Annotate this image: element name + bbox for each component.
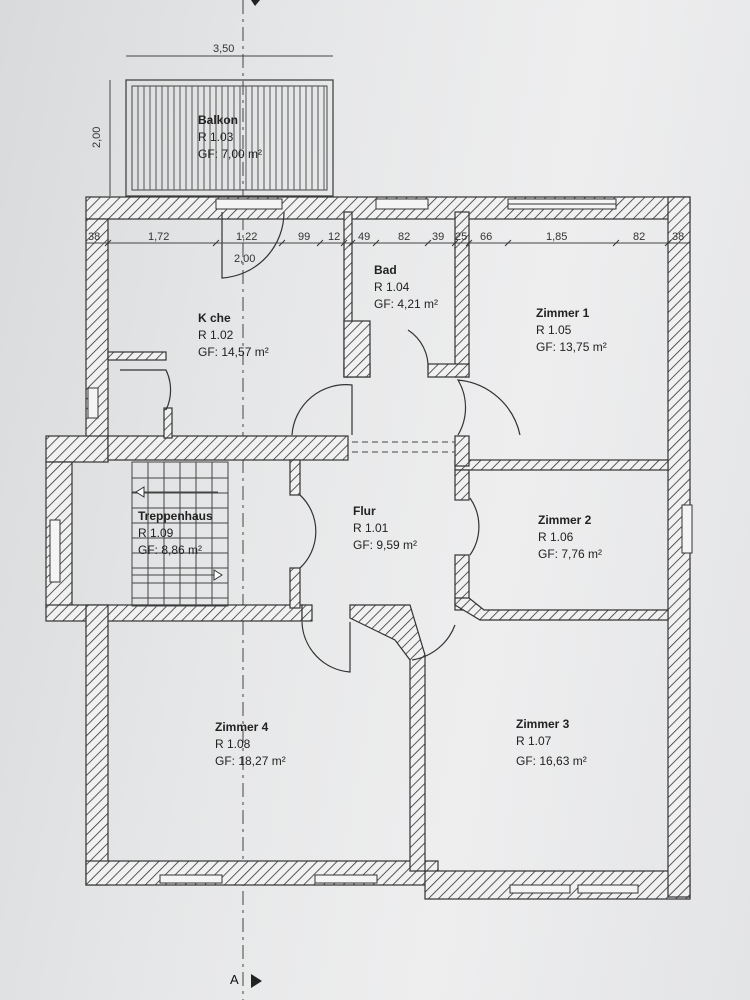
room-number: R 1.08 (215, 737, 251, 751)
dimension-tick (372, 239, 380, 247)
room-area: GF: 9,59 m² (353, 538, 417, 552)
room-area: GF: 8,86 m² (138, 543, 202, 557)
room-name: Zimmer 3 (516, 717, 570, 731)
dimension-value: 12 (328, 231, 340, 243)
room-number: R 1.01 (353, 521, 389, 535)
room-label-balkon: Balkon R 1.03 GF: 7,00 m² (198, 113, 262, 161)
room-number: R 1.03 (198, 130, 234, 144)
dimension-value: 1,22 (236, 231, 257, 243)
dimension-value: 49 (358, 231, 370, 243)
balcony-depth-dim: 2,00 (91, 127, 103, 148)
dimension-value: 1,85 (546, 231, 567, 243)
section-label-bottom: A (230, 972, 239, 987)
room-label-zimmer3: Zimmer 3 R 1.07 GF: 16,63 m² (516, 717, 587, 768)
room-number: R 1.05 (536, 323, 572, 337)
dimension-value: 1,72 (148, 231, 169, 243)
room-area: GF: 18,27 m² (215, 754, 286, 768)
dimension-tick (340, 239, 348, 247)
room-number: R 1.06 (538, 530, 574, 544)
dimension-tick (348, 239, 356, 247)
dimension-value: 38 (88, 231, 100, 243)
dimension-value: 38 (672, 231, 684, 243)
dimension-tick (504, 239, 512, 247)
room-name: Zimmer 1 (536, 306, 590, 320)
dimension-value: 82 (633, 231, 645, 243)
room-name: Zimmer 4 (215, 720, 269, 734)
room-number: R 1.09 (138, 526, 174, 540)
dimension-tick (278, 239, 286, 247)
dimension-chain: 38 1,72 1,22 99 12 49 82 39 25 66 1,85 82 38 (88, 231, 684, 247)
room-area: GF: 14,57 m² (198, 345, 269, 359)
room-label-zimmer4: Zimmer 4 R 1.08 GF: 18,27 m² (215, 720, 286, 768)
dimension-tick (316, 239, 324, 247)
room-label-kueche: K che R 1.02 GF: 14,57 m² (198, 311, 269, 359)
room-label-flur: Flur R 1.01 GF: 9,59 m² (353, 504, 417, 552)
balcony (125, 79, 334, 197)
room-label-zimmer2: Zimmer 2 R 1.06 GF: 7,76 m² (538, 513, 602, 561)
room-area: GF: 13,75 m² (536, 340, 607, 354)
room-area: GF: 7,76 m² (538, 547, 602, 561)
room-label-treppenhaus: Treppenhaus R 1.09 GF: 8,86 m² (138, 509, 213, 557)
room-name: K che (198, 311, 231, 325)
balcony-width-dim: 3,50 (213, 43, 234, 55)
room-area: GF: 4,21 m² (374, 297, 438, 311)
room-number: R 1.02 (198, 328, 234, 342)
dimension-tick (465, 239, 473, 247)
room-number: R 1.04 (374, 280, 410, 294)
room-label-bad: Bad R 1.04 GF: 4,21 m² (374, 263, 438, 311)
dimension-value: 82 (398, 231, 410, 243)
door-width-dim: 2,00 (234, 253, 255, 265)
section-marker-top (251, 0, 260, 6)
room-name: Balkon (198, 113, 238, 127)
dimension-tick (104, 239, 112, 247)
stairs (131, 461, 229, 607)
room-name: Zimmer 2 (538, 513, 592, 527)
dimension-tick (451, 239, 459, 247)
section-marker-bottom (251, 974, 262, 988)
dimension-value: 66 (480, 231, 492, 243)
dimension-tick (612, 239, 620, 247)
room-name: Flur (353, 504, 376, 518)
room-number: R 1.07 (516, 734, 552, 748)
dimension-tick (212, 239, 220, 247)
room-area: GF: 16,63 m² (516, 754, 587, 768)
dimension-value: 39 (432, 231, 444, 243)
dimension-tick (664, 239, 672, 247)
doors (120, 211, 521, 673)
windows (49, 198, 693, 894)
room-label-zimmer1: Zimmer 1 R 1.05 GF: 13,75 m² (536, 306, 607, 354)
room-name: Treppenhaus (138, 509, 213, 523)
dimension-tick (424, 239, 432, 247)
dimension-value: 99 (298, 231, 310, 243)
room-area: GF: 7,00 m² (198, 147, 262, 161)
dimension-value: 25 (455, 231, 467, 243)
room-name: Bad (374, 263, 397, 277)
